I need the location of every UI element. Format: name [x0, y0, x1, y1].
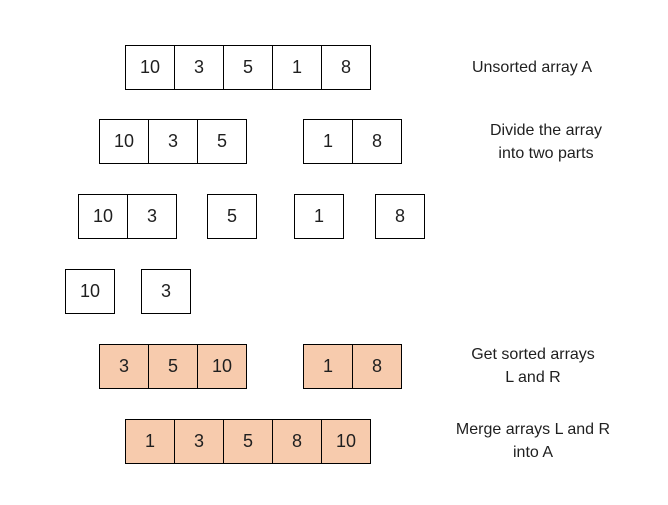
right-half-array: 1 8	[303, 119, 402, 164]
array-cell: 10	[65, 269, 115, 314]
array-cell: 10	[197, 344, 247, 389]
array-cell: 10	[99, 119, 149, 164]
array-cell: 5	[223, 45, 273, 90]
subarray: 3	[141, 269, 191, 314]
array-cell: 3	[174, 419, 224, 464]
array-cell: 1	[272, 45, 322, 90]
array-cell: 8	[352, 344, 402, 389]
array-cell: 8	[321, 45, 371, 90]
array-cell: 5	[207, 194, 257, 239]
array-cell: 5	[148, 344, 198, 389]
left-half-array: 10 3 5	[99, 119, 247, 164]
note-line: L and R	[505, 369, 561, 386]
array-cell: 10	[321, 419, 371, 464]
merged-array: 1 3 5 8 10	[125, 419, 371, 464]
array-cell: 5	[197, 119, 247, 164]
array-cell: 1	[303, 119, 353, 164]
note-sorted: Get sorted arrays L and R	[438, 343, 628, 389]
sorted-array-l: 3 5 10	[99, 344, 247, 389]
note-line: Divide the array	[489, 122, 603, 139]
array-cell: 3	[148, 119, 198, 164]
array-cell: 3	[127, 194, 177, 239]
note-line: into A	[512, 444, 554, 461]
array-cell: 1	[125, 419, 175, 464]
sorted-array-r: 1 8	[303, 344, 402, 389]
array-cell: 10	[125, 45, 175, 90]
array-cell: 3	[141, 269, 191, 314]
array-cell: 5	[223, 419, 273, 464]
array-cell: 8	[352, 119, 402, 164]
subarray: 5	[207, 194, 257, 239]
subarray: 10	[65, 269, 115, 314]
note-line: Get sorted arrays	[471, 346, 595, 363]
note-divide: Divide the array into two parts	[451, 119, 641, 165]
array-cell: 3	[99, 344, 149, 389]
array-cell: 8	[375, 194, 425, 239]
array-cell: 1	[294, 194, 344, 239]
unsorted-array: 10 3 5 1 8	[125, 45, 371, 90]
subarray: 10 3	[78, 194, 177, 239]
array-cell: 3	[174, 45, 224, 90]
array-cell: 8	[272, 419, 322, 464]
subarray: 8	[375, 194, 425, 239]
note-line: Unsorted array A	[471, 59, 593, 76]
note-merge: Merge arrays L and R into A	[438, 418, 628, 464]
array-cell: 1	[303, 344, 353, 389]
note-unsorted: Unsorted array A	[437, 56, 627, 79]
subarray: 1	[294, 194, 344, 239]
note-line: into two parts	[498, 145, 594, 162]
array-cell: 10	[78, 194, 128, 239]
note-line: Merge arrays L and R	[455, 421, 611, 438]
